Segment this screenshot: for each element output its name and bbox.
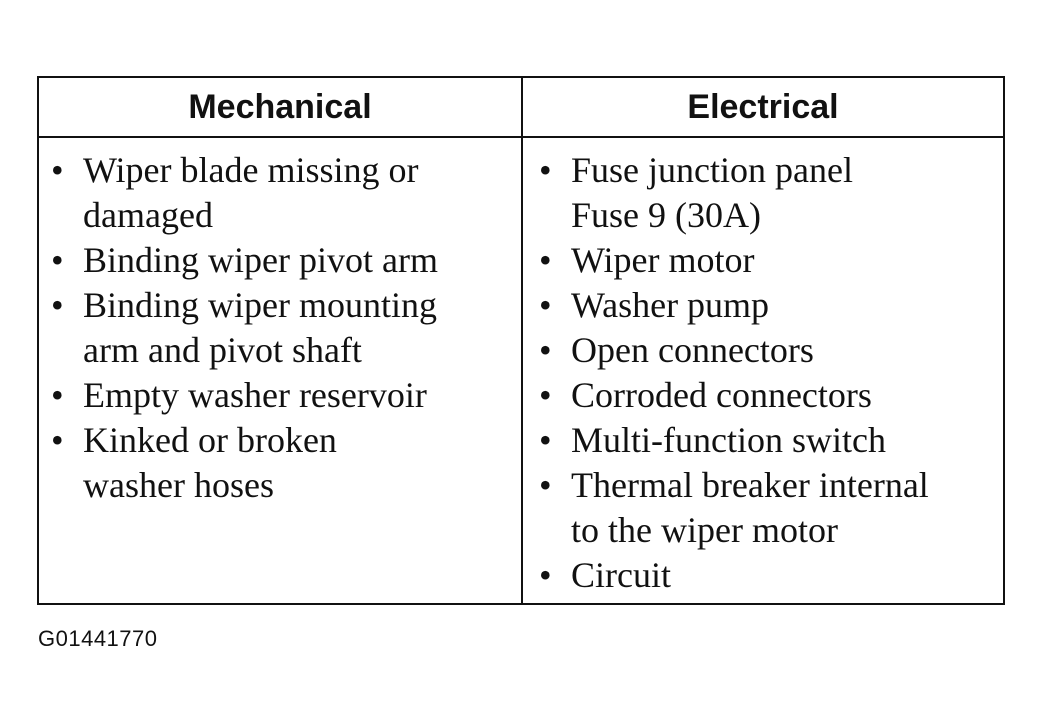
- bullet-icon: •: [539, 150, 552, 190]
- electrical-item-text: Washer pump: [571, 285, 770, 325]
- bullet-icon: •: [51, 420, 64, 460]
- electrical-item: • Open connectors: [535, 328, 1003, 373]
- bullet-icon: •: [51, 375, 64, 415]
- mechanical-column: • Wiper blade missing or damaged • Binding w…: [39, 138, 523, 603]
- mechanical-item: • Empty washer reservoir: [47, 373, 521, 418]
- bullet-icon: •: [539, 240, 552, 280]
- bullet-icon: •: [539, 375, 552, 415]
- mechanical-item: • Binding wiper mounting arm and pivot sha…: [47, 283, 521, 373]
- header-mechanical: Mechanical: [39, 78, 523, 138]
- electrical-item-text: Fuse junction panel: [571, 150, 853, 190]
- mechanical-item-text: washer hoses: [83, 465, 274, 505]
- mechanical-item-text: Wiper blade missing or: [83, 150, 419, 190]
- mechanical-item: • Kinked or broken washer hoses: [47, 418, 521, 508]
- electrical-item-text: Thermal breaker internal: [571, 465, 929, 505]
- electrical-item: • Thermal breaker internal to the wiper mo…: [535, 463, 1003, 553]
- bullet-icon: •: [539, 465, 552, 505]
- bullet-icon: •: [539, 420, 552, 460]
- mechanical-list: • Wiper blade missing or damaged • Binding w…: [47, 148, 521, 508]
- electrical-item: • Circuit: [535, 553, 1003, 598]
- bullet-icon: •: [51, 150, 64, 190]
- mechanical-item-text: arm and pivot shaft: [83, 330, 362, 370]
- electrical-item-text: Corroded connectors: [571, 375, 872, 415]
- electrical-item-text: to the wiper motor: [571, 510, 838, 550]
- electrical-item-text: Circuit: [571, 555, 671, 595]
- electrical-item-text: Open connectors: [571, 330, 814, 370]
- mechanical-item-text: Empty washer reservoir: [83, 375, 427, 415]
- electrical-item: • Multi-function switch: [535, 418, 1003, 463]
- figure-id: G01441770: [38, 626, 158, 651]
- mechanical-item-text: Binding wiper mounting: [83, 285, 437, 325]
- diagnosis-table: Mechanical Electrical • Wiper blade missi…: [37, 76, 1005, 605]
- electrical-item-text: Multi-function switch: [571, 420, 886, 460]
- bullet-icon: •: [539, 330, 552, 370]
- electrical-item: • Corroded connectors: [535, 373, 1003, 418]
- electrical-item: • Wiper motor: [535, 238, 1003, 283]
- mechanical-item-text: damaged: [83, 195, 213, 235]
- mechanical-item-text: Binding wiper pivot arm: [83, 240, 438, 280]
- bullet-icon: •: [539, 285, 552, 325]
- electrical-item-text: Wiper motor: [571, 240, 755, 280]
- bullet-icon: •: [51, 285, 64, 325]
- bullet-icon: •: [51, 240, 64, 280]
- mechanical-item-text: Kinked or broken: [83, 420, 337, 460]
- electrical-item: • Washer pump: [535, 283, 1003, 328]
- mechanical-item: • Wiper blade missing or damaged: [47, 148, 521, 238]
- bullet-icon: •: [539, 555, 552, 595]
- header-electrical: Electrical: [523, 78, 1003, 138]
- electrical-item-text: Fuse 9 (30A): [571, 195, 761, 235]
- mechanical-item: • Binding wiper pivot arm: [47, 238, 521, 283]
